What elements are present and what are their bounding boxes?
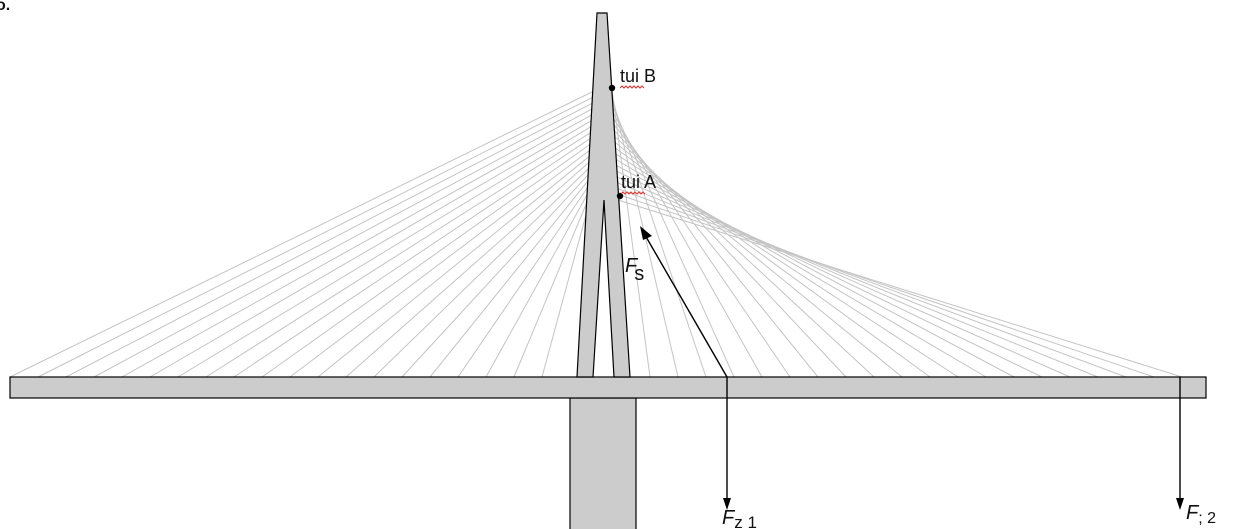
stay-cable <box>614 141 903 378</box>
stay-cable <box>9 89 597 378</box>
stay-cable <box>616 176 1071 378</box>
corner-mark: o. <box>0 0 10 14</box>
stay-cable <box>261 141 594 378</box>
stay-cable <box>401 170 592 378</box>
stay-cable <box>614 135 875 378</box>
force-z2-label: F; 2 <box>1186 502 1216 527</box>
stay-cable <box>233 135 594 378</box>
stay-cable <box>612 101 707 378</box>
stay-cable <box>613 118 791 378</box>
stay-cable <box>615 159 987 378</box>
stay-cable <box>617 199 1183 378</box>
stay-cable <box>615 164 1015 378</box>
stay-cable <box>485 188 592 378</box>
stay-cable <box>616 182 1099 378</box>
stay-cable <box>93 106 596 378</box>
point-a-spell-underline <box>620 191 646 195</box>
stay-cable <box>457 182 592 378</box>
stay-cable <box>373 164 593 378</box>
stay-cable <box>513 194 591 378</box>
stay-cable <box>317 153 593 378</box>
bridge-deck <box>9 376 1207 399</box>
stay-cable <box>616 170 1043 378</box>
force-s-arrow <box>644 234 728 378</box>
stay-cable <box>205 130 595 378</box>
stay-cables <box>9 89 1183 378</box>
stay-cable <box>121 112 595 378</box>
stay-cable <box>149 118 595 378</box>
point-b-label: tui B <box>620 66 656 86</box>
force-z1-arrowhead <box>723 498 731 510</box>
stay-cable <box>611 89 651 378</box>
force-s-label: Fs <box>625 255 644 285</box>
point-a-dot <box>616 192 624 200</box>
stay-cable <box>617 187 1127 378</box>
bridge-pylon <box>576 12 631 378</box>
stay-cable <box>541 199 591 378</box>
stay-cable <box>612 112 763 378</box>
stay-cable <box>612 107 735 378</box>
bridge-pier <box>569 397 637 529</box>
stay-cable <box>65 101 596 378</box>
stay-cable <box>37 95 596 378</box>
point-b-dot <box>608 84 616 92</box>
stay-cable <box>614 147 931 378</box>
point-b-spell-underline <box>619 85 645 89</box>
stay-cable <box>615 153 959 378</box>
stay-cable <box>345 159 593 378</box>
force-z1-label: Fz 1 <box>722 507 757 529</box>
stay-cable <box>289 147 594 378</box>
point-a-label: tui A <box>621 172 656 192</box>
stay-cable <box>177 124 595 378</box>
stay-cable <box>429 176 592 378</box>
force-z2-arrowhead <box>1176 498 1184 510</box>
force-s-arrowhead <box>640 226 652 240</box>
stay-cable <box>617 193 1155 378</box>
